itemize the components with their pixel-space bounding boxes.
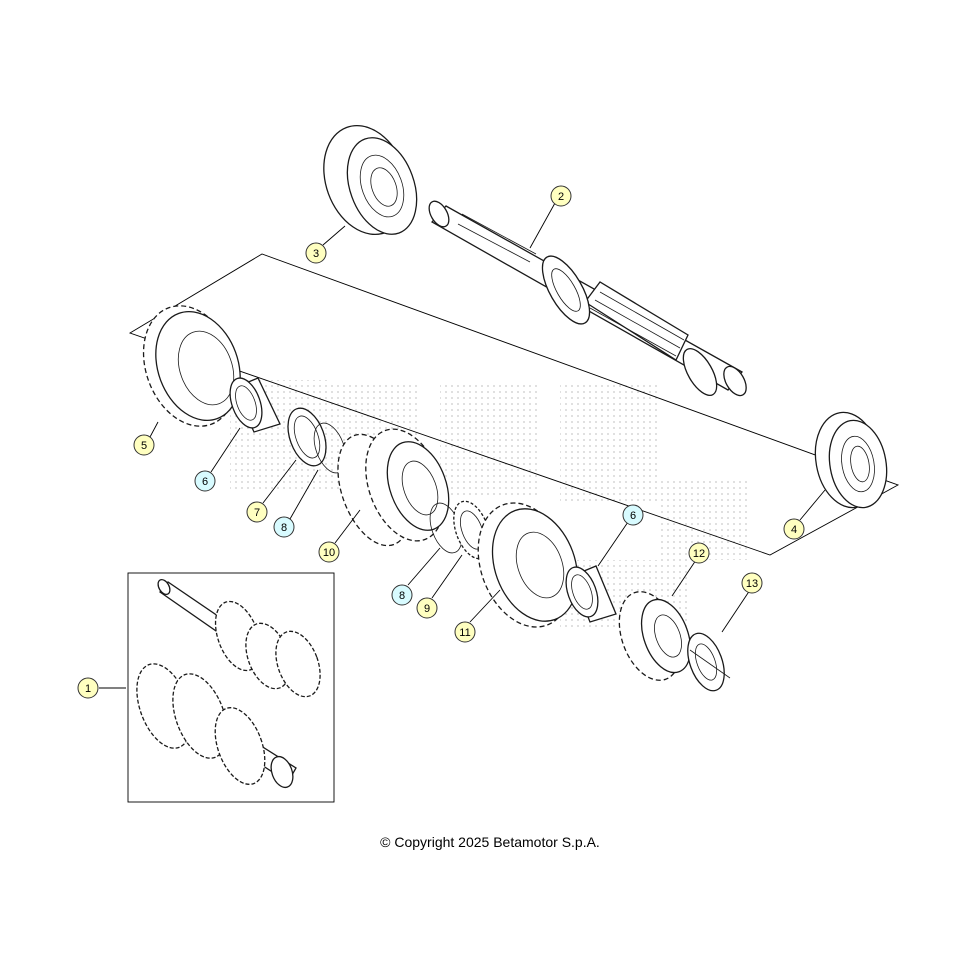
callout-6-lower[interactable]: 6 [622, 504, 644, 526]
copyright-notice: © Copyright 2025 Betamotor S.p.A. [380, 834, 600, 850]
callout-6-lower-label: 6 [630, 510, 636, 522]
callout-5-label: 5 [141, 440, 147, 452]
callout-9[interactable]: 9 [416, 597, 438, 619]
bushing-6-lower [565, 565, 617, 623]
gearbox-assembly-inset [127, 572, 335, 803]
gear-12 [618, 591, 692, 681]
callout-9-label: 9 [424, 603, 430, 615]
callout-6-upper[interactable]: 6 [194, 470, 216, 492]
callout-8-lower[interactable]: 8 [391, 584, 413, 606]
callout-1-label: 1 [85, 683, 91, 695]
callout-4[interactable]: 4 [783, 518, 805, 540]
bearing-4 [814, 411, 888, 509]
callout-1[interactable]: 1 [77, 677, 99, 699]
callout-13[interactable]: 13 [741, 572, 763, 594]
main-shaft [428, 200, 747, 397]
leader-lines [99, 202, 826, 689]
callout-8-lower-label: 8 [399, 590, 405, 602]
callout-5[interactable]: 5 [133, 434, 155, 456]
callout-2-label: 2 [558, 191, 564, 203]
callout-7-label: 7 [254, 507, 260, 519]
callout-8-upper-label: 8 [281, 522, 287, 534]
bearing-3 [323, 124, 418, 236]
callout-13-label: 13 [746, 578, 758, 590]
callout-10[interactable]: 10 [318, 541, 340, 563]
callout-11-label: 11 [459, 627, 470, 639]
callout-12[interactable]: 12 [688, 542, 710, 564]
callout-10-label: 10 [323, 547, 335, 559]
callout-2[interactable]: 2 [550, 185, 572, 207]
callout-3-label: 3 [313, 248, 319, 260]
washer-13 [687, 632, 731, 692]
callout-7[interactable]: 7 [246, 501, 268, 523]
callout-8-upper[interactable]: 8 [273, 516, 295, 538]
callout-4-label: 4 [791, 524, 797, 536]
gear-5 [142, 305, 241, 427]
callout-11[interactable]: 11 [454, 621, 476, 643]
callout-6-upper-label: 6 [202, 476, 208, 488]
assembly-frame [128, 253, 900, 556]
callout-3[interactable]: 3 [305, 242, 327, 264]
gear-11 [477, 502, 579, 628]
callouts: 1 2 3 4 5 6 7 8 [77, 185, 805, 699]
bushing-6-upper [229, 377, 281, 433]
gear-10 [337, 428, 450, 547]
callout-12-label: 12 [693, 548, 705, 560]
